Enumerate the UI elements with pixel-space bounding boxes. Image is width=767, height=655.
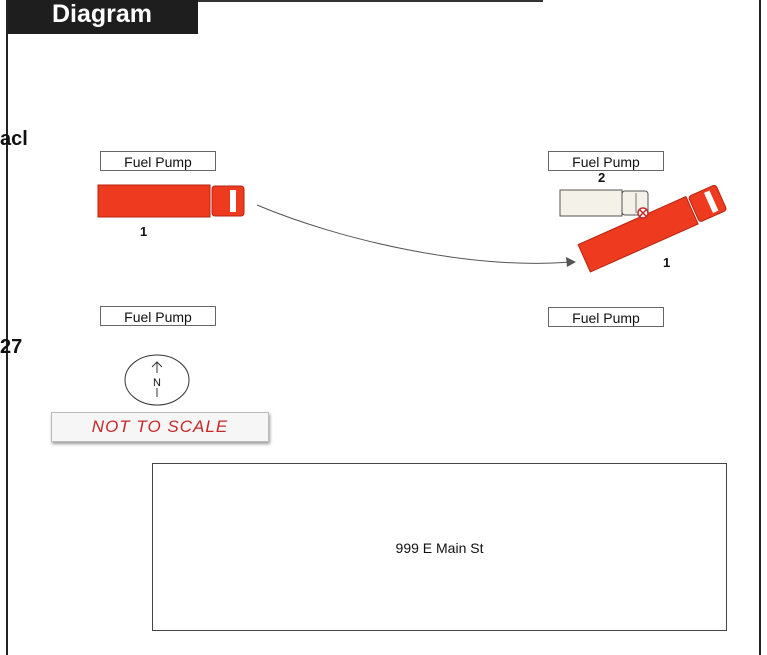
vehicle-2-trailer <box>559 189 623 217</box>
not-to-scale-badge: NOT TO SCALE <box>51 412 269 442</box>
vehicle-2 <box>559 189 649 217</box>
right-border-line <box>759 0 761 655</box>
vehicle-1-start <box>97 184 245 218</box>
vehicle-path-arrowhead <box>566 257 576 267</box>
fuel-pump-label-bottom-right: Fuel Pump <box>548 307 664 327</box>
top-border-line <box>198 0 543 2</box>
building-outline: 999 E Main St <box>152 463 727 631</box>
vehicle-path-line <box>256 204 571 264</box>
diagram-title: Diagram <box>52 0 153 28</box>
vehicle-1-end <box>577 184 727 273</box>
vehicle-2-label: 2 <box>598 170 606 185</box>
vehicle-1-end-windshield <box>703 190 719 214</box>
diagram-header-tab: Diagram <box>8 0 198 34</box>
fuel-pump-label-bottom-left: Fuel Pump <box>100 306 216 326</box>
vehicle-1-end-label: 1 <box>663 255 671 270</box>
cut-off-edge-text-middle: 27 <box>0 336 23 358</box>
vehicle-1-start-label: 1 <box>140 224 148 239</box>
compass-icon: N <box>124 354 190 406</box>
vehicle-1-start-windshield <box>230 190 236 212</box>
compass-north-label: N <box>153 377 161 389</box>
vehicle-1-start-cab <box>211 185 245 217</box>
vehicle-1-start-trailer <box>97 184 211 218</box>
fuel-pump-label-top-right: Fuel Pump <box>548 151 664 171</box>
vehicle-1-end-cab <box>688 184 727 222</box>
impact-marker <box>637 207 649 219</box>
building-address: 999 E Main St <box>395 540 484 556</box>
vehicle-1-end-trailer <box>577 195 699 273</box>
cut-off-edge-text-top: acl <box>0 128 28 150</box>
fuel-pump-label-top-left: Fuel Pump <box>100 151 216 171</box>
left-border-line <box>6 0 8 655</box>
